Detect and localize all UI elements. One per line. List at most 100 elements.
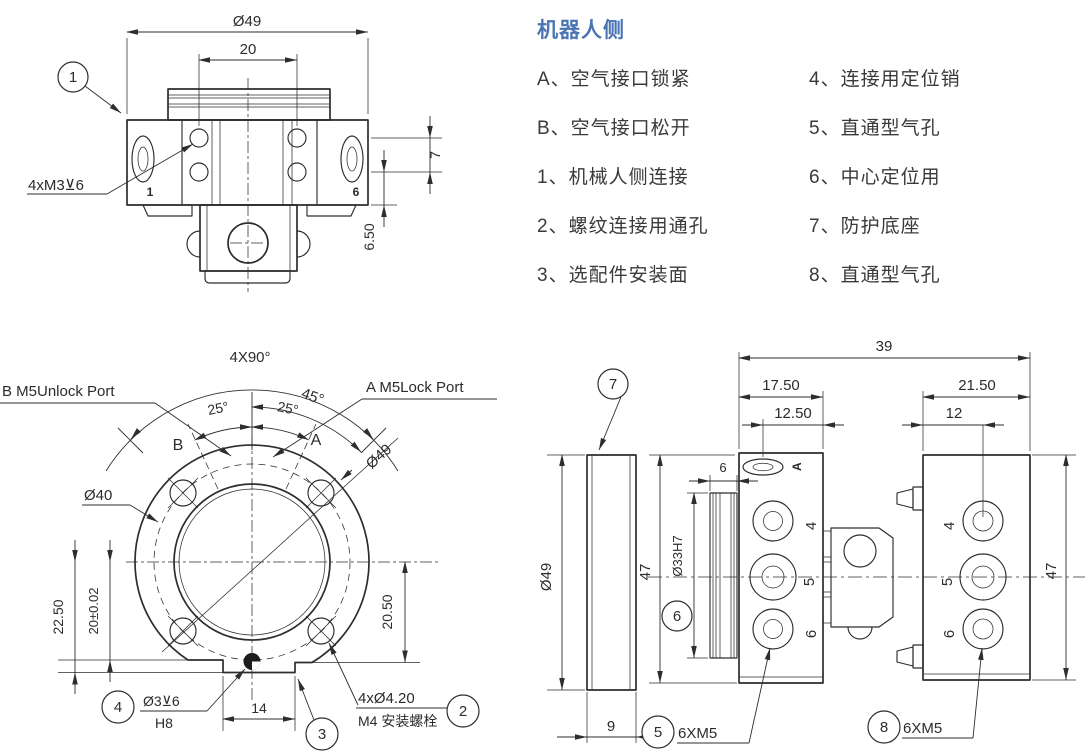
front-view: Ø49 20 7 6.50 4xM3⊻6 1 6 1 — [27, 13, 443, 292]
dim-dia49: Ø49 — [233, 13, 261, 30]
air-nozzle-top — [896, 488, 914, 509]
port-mark-1: 1 — [147, 185, 154, 199]
port-mark-6: 6 — [353, 185, 360, 199]
legend-item-8: 8、直通型气孔 — [809, 265, 941, 286]
legend-item-3: 3、选配件安装面 — [537, 265, 689, 286]
legend-item-a: A、空气接口锁紧 — [537, 69, 691, 90]
legend-column-2: 4、连接用定位销 5、直通型气孔 6、中心定位用 7、防护底座 8、直通型气孔 — [809, 64, 1081, 309]
thread-note: 4xM3⊻6 — [28, 177, 84, 194]
dim-47-left: 47 — [637, 564, 654, 581]
angle-dimensions: 4X90° 25° 25° 45° B A — [105, 349, 399, 472]
main-body-left: A 4 5 6 — [709, 452, 824, 684]
port-b-note: B M5Unlock Port — [2, 383, 115, 400]
legend: 机器人侧 A、空气接口锁紧 B、空气接口松开 1、机械人侧连接 2、螺纹连接用通… — [537, 14, 1082, 309]
balloon-1: 1 — [57, 61, 122, 114]
m3-hole — [189, 162, 209, 182]
dim-7: 7 — [427, 151, 443, 159]
m3-hole — [189, 128, 209, 148]
m3-hole — [287, 128, 307, 148]
dim-20-50: 20.50 — [379, 594, 395, 629]
pattern-note: 4X90° — [229, 349, 270, 366]
side-dimensions-left: 47 Ø33H7 6 6 — [637, 454, 758, 684]
balloon-3-note: 3 — [297, 678, 339, 751]
dim-20-tol: 20±0.02 — [86, 588, 101, 635]
legend-item-6: 6、中心定位用 — [809, 167, 941, 188]
dim-22-50: 22.50 — [50, 599, 66, 634]
air-nozzle-bottom — [896, 646, 914, 667]
balloon-1-label: 1 — [69, 69, 77, 86]
thread-note-left: 6XM5 — [678, 725, 717, 742]
side-exploded-view: 7 Ø49 9 A 4 5 6 — [538, 338, 1085, 749]
balloon-4-label: 4 — [114, 699, 122, 716]
side-port-hole-right — [340, 135, 364, 183]
port-notes: B M5Unlock Port A M5Lock Port Ø40 Ø49 — [0, 379, 497, 523]
legend-item-4: 4、连接用定位销 — [809, 69, 961, 90]
coupling-connector — [822, 527, 894, 640]
side-dimensions-right: 47 — [1032, 454, 1076, 681]
pin-note: Ø3⊻6 — [143, 693, 180, 709]
dim-20: 20 — [240, 41, 257, 58]
base-dimensions: Ø49 9 — [538, 454, 666, 743]
main-body-right: 4 5 6 — [896, 454, 1031, 681]
legend-item-5: 5、直通型气孔 — [809, 118, 941, 139]
holes-note: 4xØ4.20 — [358, 690, 415, 707]
angle-25-left: 25° — [206, 398, 230, 418]
dim-dia49: Ø49 — [363, 441, 395, 473]
m4-mounting-holes — [167, 477, 337, 670]
balloon-7-note: 7 — [597, 368, 629, 451]
balloon-8-note: 8 6XM5 — [867, 647, 984, 744]
angle-45: 45° — [299, 385, 326, 409]
hole-label-4-left: 4 — [803, 522, 820, 530]
m3-hole — [287, 162, 307, 182]
hole-label-6-right: 6 — [941, 630, 958, 638]
front-view-dimensions: Ø49 20 7 6.50 4xM3⊻6 1 6 — [27, 13, 443, 251]
dim-dia33: Ø33H7 — [670, 535, 685, 576]
balloon-2-note: 4xØ4.20 M4 安装螺栓 2 — [328, 642, 480, 729]
bolt-note: M4 安装螺栓 — [358, 713, 437, 729]
side-port-hole-left — [131, 135, 155, 183]
legend-item-7: 7、防护底座 — [809, 216, 921, 237]
balloon-2-label: 2 — [459, 703, 467, 720]
balloon-4-note: 4 Ø3⊻6 H8 — [101, 668, 246, 731]
thread-note-right: 6XM5 — [903, 720, 942, 737]
balloon-5-label: 5 — [654, 724, 662, 741]
balloon-7-label: 7 — [609, 376, 617, 393]
legend-item-b: B、空气接口松开 — [537, 118, 691, 139]
air-port-a-hole — [742, 458, 784, 476]
hole-label-4-right: 4 — [941, 522, 958, 530]
dim-21-50: 21.50 — [958, 377, 996, 394]
legend-column-1: A、空气接口锁紧 B、空气接口松开 1、机械人侧连接 2、螺纹连接用通孔 3、选… — [537, 64, 809, 309]
legend-title: 机器人侧 — [537, 19, 625, 42]
hole-label-5-right: 5 — [939, 578, 956, 586]
angle-25-right: 25° — [276, 398, 300, 418]
hole-label-5-left: 5 — [801, 578, 818, 586]
legend-item-2: 2、螺纹连接用通孔 — [537, 216, 709, 237]
legend-item-1: 1、机械人侧连接 — [537, 167, 689, 188]
pin-fit: H8 — [155, 715, 173, 731]
port-a-note: A M5Lock Port — [366, 379, 464, 396]
bottom-face-view: 4X90° 25° 25° 45° B A B M5Unlock Port A … — [0, 349, 497, 751]
dim-6: 6 — [719, 460, 726, 475]
dim-12: 12 — [946, 405, 963, 422]
dim-dia40: Ø40 — [84, 487, 112, 504]
dim-dia49-side: Ø49 — [538, 563, 555, 591]
balloon-5-note: 5 6XM5 — [641, 647, 771, 749]
protective-base — [586, 454, 637, 691]
balloon-6-label: 6 — [673, 608, 681, 625]
linear-dimensions: 22.50 20±0.02 20.50 14 — [50, 540, 420, 731]
dim-12-50: 12.50 — [774, 405, 812, 422]
dim-9: 9 — [607, 718, 615, 735]
front-view-body — [126, 78, 369, 292]
hole-label-6-left: 6 — [803, 630, 820, 638]
dim-17-50: 17.50 — [762, 377, 800, 394]
balloon-8-label: 8 — [880, 719, 888, 736]
port-letter-b: B — [173, 437, 184, 454]
port-letter-a: A — [311, 432, 322, 449]
dim-47-right: 47 — [1043, 563, 1060, 580]
side-dimensions-top: 39 17.50 12.50 21.50 12 — [738, 338, 1031, 517]
port-a-mark: A — [790, 462, 804, 471]
balloon-3-label: 3 — [318, 726, 326, 743]
dim-39: 39 — [876, 338, 893, 355]
